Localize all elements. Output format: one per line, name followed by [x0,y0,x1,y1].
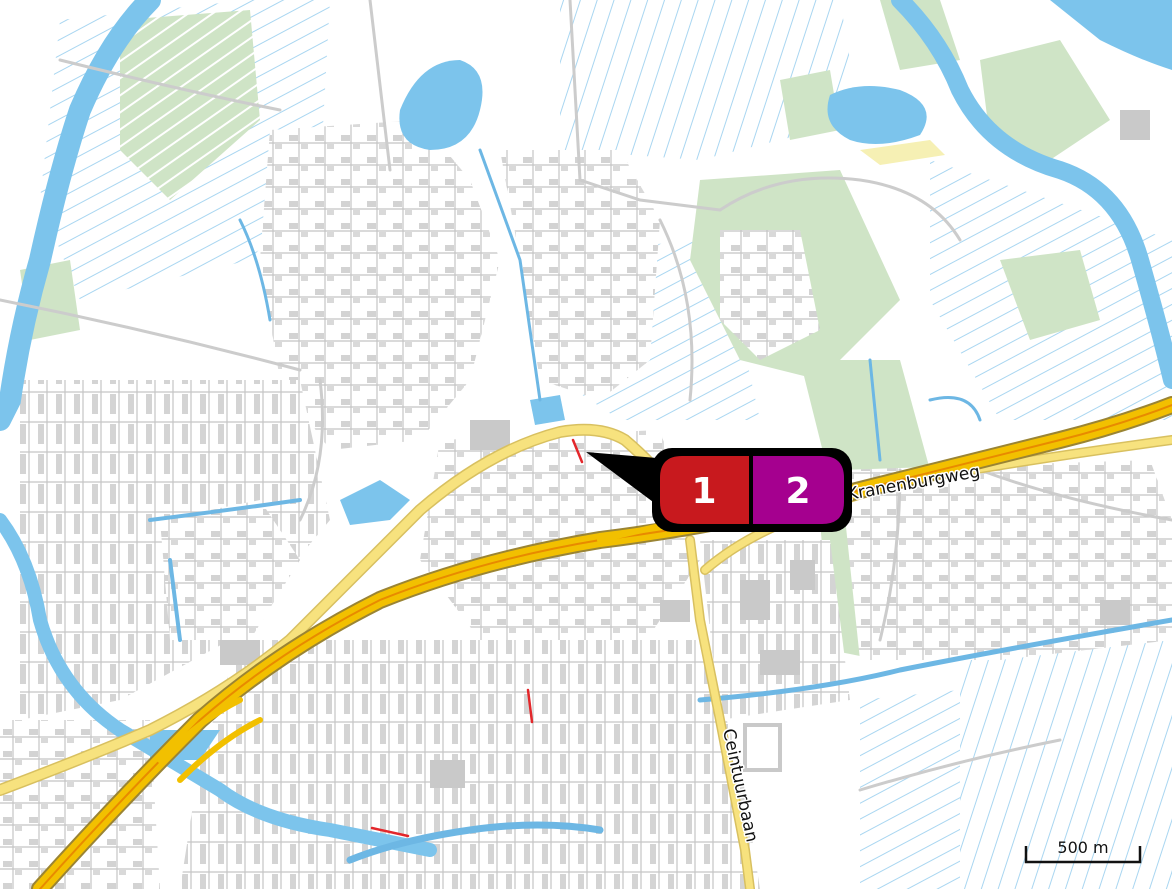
motorway [31,396,1172,889]
green-areas [20,0,1110,660]
water-bodies [150,0,1172,760]
scale-bar: 500 m [1024,838,1142,864]
industrial-blocks [220,110,1150,788]
disruption-segments [370,438,584,838]
secondary-roads [0,0,1172,792]
marker-badge-2[interactable] [753,456,844,524]
marker-badge-1[interactable] [660,456,749,524]
marker-badge-2-label: 2 [785,471,810,512]
main-roads [0,423,1172,889]
scale-bar-label: 500 m [1057,838,1108,857]
marker-badge-1-label: 1 [691,471,716,512]
beach-area [860,140,945,165]
incident-marker[interactable]: 1 2 [586,448,852,532]
